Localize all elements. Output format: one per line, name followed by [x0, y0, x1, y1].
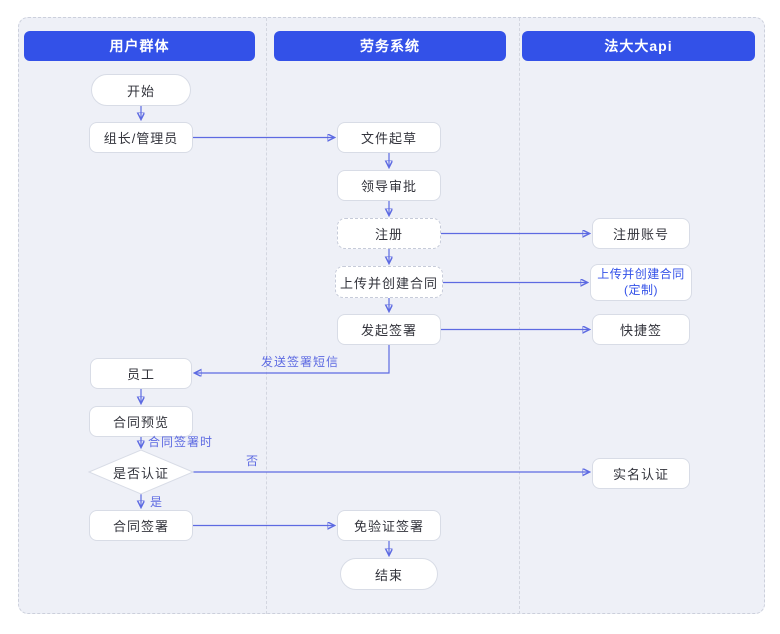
lane-divider — [519, 18, 520, 614]
edge-label-yes: 是 — [150, 495, 164, 509]
node-start: 开始 — [91, 74, 191, 106]
edge-label-send-sign-sms: 发送签署短信 — [261, 355, 340, 369]
node-register: 注册 — [337, 218, 441, 249]
node-contract-sign: 合同签署 — [89, 510, 193, 541]
node-upload-create-custom-line2: (定制) — [624, 282, 658, 297]
node-employee: 员工 — [90, 358, 192, 389]
node-upload-create: 上传并创建合同 — [335, 266, 443, 298]
node-quick-sign: 快捷签 — [592, 314, 690, 345]
node-initiate-sign: 发起签署 — [337, 314, 441, 345]
node-upload-create-custom-line1: 上传并创建合同 — [597, 266, 685, 281]
lane-divider — [266, 18, 267, 614]
node-draft: 文件起草 — [337, 122, 441, 153]
node-leader-approve: 领导审批 — [337, 170, 441, 201]
node-no-verify-sign: 免验证签署 — [337, 510, 441, 541]
node-register-account: 注册账号 — [592, 218, 690, 249]
node-upload-create-custom: 上传并创建合同 (定制) — [590, 264, 692, 301]
node-admin: 组长/管理员 — [89, 122, 193, 153]
node-real-name-auth: 实名认证 — [592, 458, 690, 489]
lane-header-users: 用户群体 — [24, 31, 255, 61]
lane-header-fadada: 法大大api — [522, 31, 755, 61]
edge-label-no: 否 — [246, 454, 260, 468]
node-end: 结束 — [340, 558, 438, 590]
lane-header-system: 劳务系统 — [274, 31, 506, 61]
node-contract-preview: 合同预览 — [89, 406, 193, 437]
edge-label-when-contract-sign: 合同签署时 — [148, 435, 214, 449]
node-auth-decision: 是否认证 — [112, 465, 169, 481]
